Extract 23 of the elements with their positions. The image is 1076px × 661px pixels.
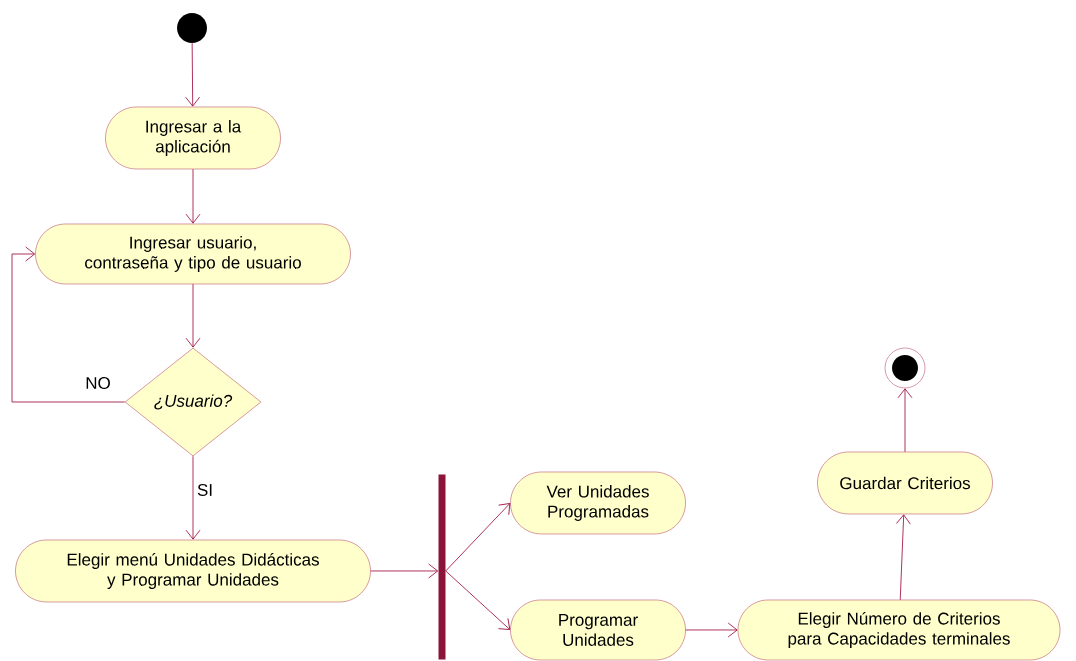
arrow <box>185 455 201 540</box>
action-box: Guardar Criterios <box>817 451 993 515</box>
arrow <box>685 622 738 638</box>
arrow <box>895 514 911 601</box>
action-box: Ver Unidades Programadas <box>510 471 686 535</box>
edge-label: NO <box>84 375 112 390</box>
arrow <box>445 570 511 630</box>
action-box: Programar Unidades <box>510 599 686 661</box>
arrow <box>445 503 511 572</box>
action-box: Ingresar usuario, contraseña y tipo de usuario <box>35 223 351 285</box>
edge-label: SI <box>196 482 215 497</box>
action-box: Ingresar a la aplicación <box>105 106 281 170</box>
arrow <box>185 283 201 348</box>
end-circle <box>884 347 926 389</box>
fork-bar <box>438 474 446 660</box>
arrow <box>185 168 201 224</box>
action-box: Elegir Número de Criterios para Capacidades terminales <box>737 599 1061 661</box>
arrow <box>370 563 439 579</box>
arrow <box>897 388 913 453</box>
arrow <box>11 246 126 403</box>
action-box: Elegir menú Unidades Didácticas y Programar Unidades <box>15 539 371 603</box>
arrow <box>185 42 201 107</box>
start-dot <box>177 13 207 43</box>
